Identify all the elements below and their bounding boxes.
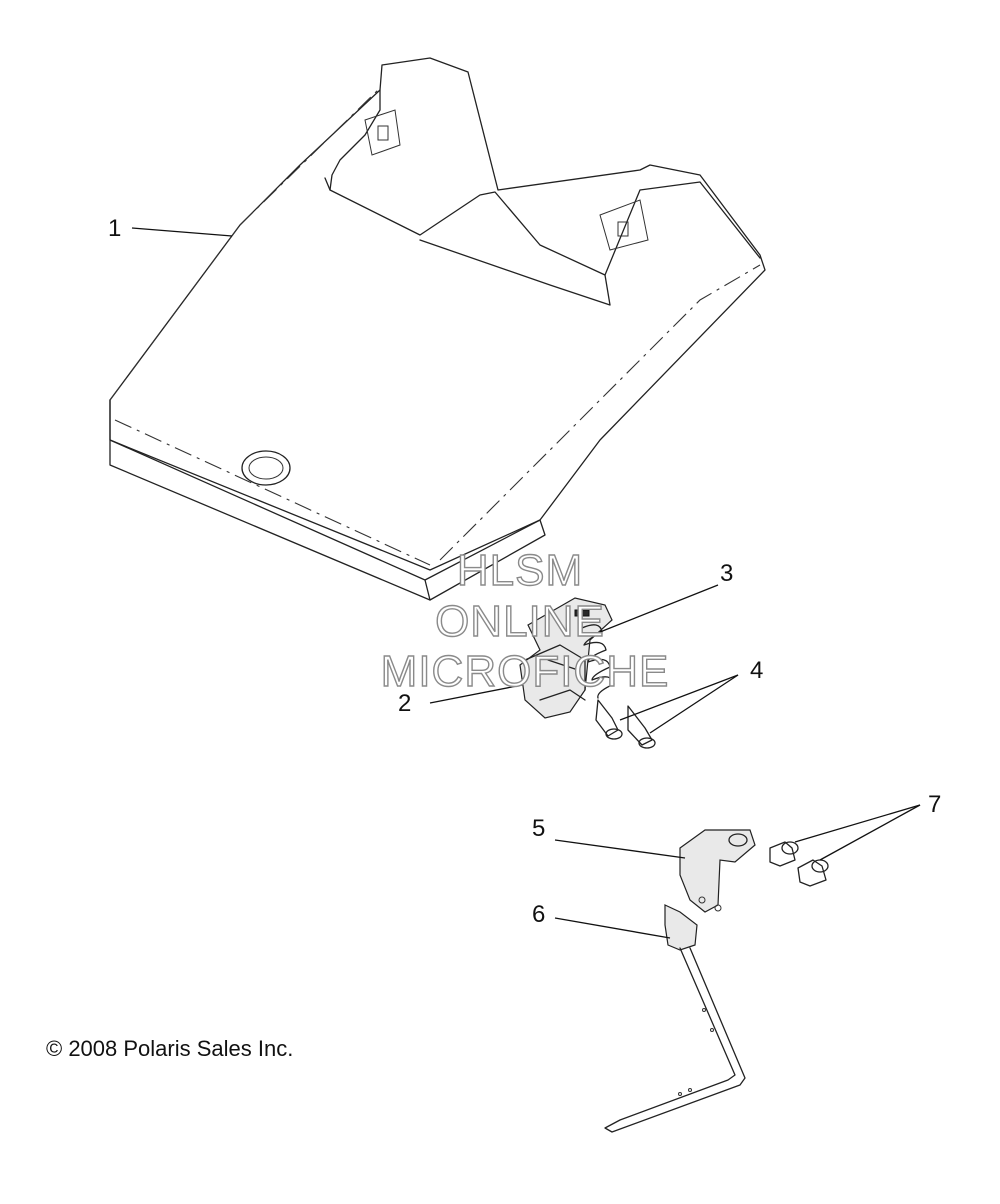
part-7-bolts bbox=[769, 841, 829, 887]
callout-4: 4 bbox=[750, 657, 763, 684]
part-1-hood-cover bbox=[109, 57, 766, 601]
callout-6: 6 bbox=[532, 901, 545, 928]
watermark-line-2: ONLINE bbox=[435, 597, 605, 646]
part-6-striker-rod bbox=[604, 904, 746, 1133]
watermark: HLSM ONLINE MICROFICHE bbox=[380, 545, 670, 696]
callout-1: 1 bbox=[108, 215, 121, 242]
part-5-bracket bbox=[679, 829, 756, 913]
callout-3: 3 bbox=[720, 560, 733, 587]
part-3-spring bbox=[581, 624, 615, 699]
copyright-text: © 2008 Polaris Sales Inc. bbox=[46, 1036, 293, 1061]
callout-7: 7 bbox=[928, 791, 941, 818]
leader-lines bbox=[131, 227, 921, 939]
callout-5: 5 bbox=[532, 815, 545, 842]
watermark-line-3: MICROFICHE bbox=[381, 647, 670, 696]
part-2-latch bbox=[519, 597, 613, 719]
watermark-line-1: HLSM bbox=[457, 546, 583, 595]
part-4-screws bbox=[595, 699, 656, 749]
callout-2: 2 bbox=[398, 690, 411, 717]
